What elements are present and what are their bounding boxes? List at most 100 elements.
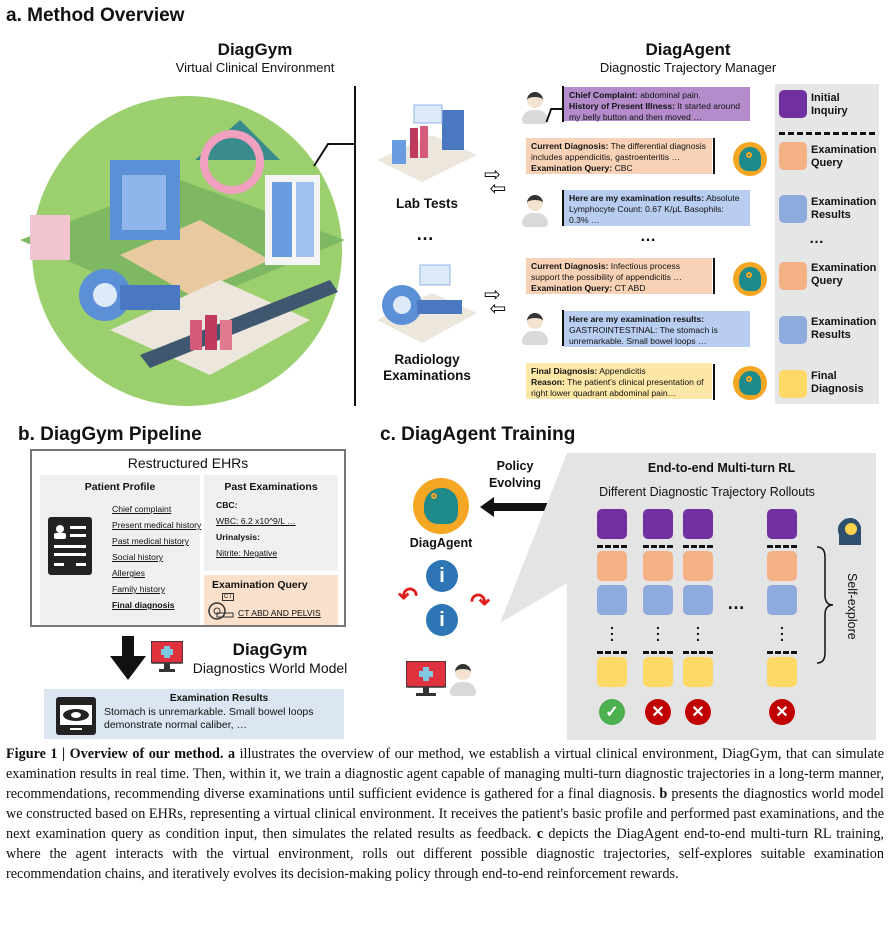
legend-label: Examination Results (811, 316, 877, 341)
caption-text-b: presents the diagnostics world model we … (6, 786, 884, 842)
patient-avatar (522, 195, 548, 229)
caption-part-a: a (223, 746, 236, 762)
bubble-label: Chief Complaint: (569, 90, 638, 100)
diagagent-label: DiagAgent (409, 536, 473, 550)
rl-title: End-to-end Multi-turn RL (647, 461, 796, 475)
rollout-step-examination-query (683, 551, 713, 581)
rollout-step-examination-query (767, 551, 797, 581)
bubble-label: Reason: (531, 377, 565, 387)
ehr-title: Restructured EHRs (127, 455, 249, 471)
diaggym-subtitle: Virtual Clinical Environment (175, 60, 335, 75)
diagagent-icon (733, 366, 767, 400)
bubble-label: Current Diagnosis: (531, 261, 609, 271)
left-arrow-icon (480, 497, 548, 517)
rollout-step-initial-inquiry (683, 509, 713, 539)
rollout-step-final-diagnosis (767, 657, 797, 687)
legend-divider (779, 132, 875, 135)
rollout-divider (643, 545, 673, 548)
bubble-text: abdominal pain. (637, 90, 701, 100)
profile-item-social-history[interactable]: Social history (112, 552, 164, 562)
legend-swatch-examination-query (779, 262, 807, 290)
bubble-text: GASTROINTESTINAL: The stomach is unremar… (569, 325, 718, 346)
figure-caption: Figure 1 | Overview of our method. a ill… (6, 744, 884, 884)
monitor-medical-icon (406, 661, 446, 696)
examination-query-title: Examination Query (212, 579, 308, 591)
rollout-divider (597, 651, 627, 654)
examination-query-bubble: Current Diagnosis: The differential diag… (526, 138, 712, 174)
correct-check-icon: ✓ (599, 699, 625, 725)
examination-query-value[interactable]: CT ABD AND PELVIS (238, 608, 321, 618)
bubble-text: Absolute Lymphocyte Count: 0.67 K/μL Bas… (569, 193, 740, 225)
profile-item-allergies[interactable]: Allergies (112, 568, 145, 578)
trajectory-legend: Initial Inquiry Examination Query Examin… (775, 84, 879, 404)
speech-bracket (713, 138, 715, 174)
rollout-step-final-diagnosis (597, 657, 627, 687)
past-examinations-panel: Past Examinations CBC: WBC: 6.2 x10^9/L … (204, 475, 338, 571)
rollout-divider (683, 651, 713, 654)
diagagent-title: DiagAgent (645, 40, 731, 59)
past-exam-value[interactable]: Nitrite: Negative (216, 548, 278, 558)
patient-avatar (522, 92, 548, 126)
bubble-label: History of Present Illness: (569, 101, 676, 111)
wrong-cross-icon: ✕ (645, 699, 671, 725)
world-model-header: DiagGym Diagnostics World Model (190, 640, 350, 676)
legend-swatch-examination-results (779, 195, 807, 223)
radiology-icon (377, 264, 477, 343)
past-examinations-title: Past Examinations (224, 481, 318, 493)
bubble-label: Final Diagnosis: (531, 366, 598, 376)
legend-label: Examination Query (811, 262, 877, 287)
rollout-step-examination-query (643, 551, 673, 581)
lab-tests-label: Lab Tests (395, 196, 458, 211)
policy-evolving-label: Policy Evolving (480, 458, 550, 492)
bubble-label: Examination Query: (531, 283, 613, 293)
bubble-text: The patient's clinical presentation of r… (531, 377, 704, 398)
bubble-text: CBC (612, 163, 633, 173)
profile-item-final-diagnosis[interactable]: Final diagnosis (112, 600, 175, 610)
down-arrow-icon (110, 636, 146, 680)
cycle-arrow-down-icon: ↷ (470, 589, 491, 616)
rollout-divider (767, 651, 797, 654)
legend-swatch-examination-results (779, 316, 807, 344)
bubble-text: Appendicitis (597, 366, 646, 376)
profile-item-present-medical-history[interactable]: Present medical history (112, 520, 202, 530)
policy-label: Policy (496, 459, 534, 473)
section-b-title: b. DiagGym Pipeline (18, 424, 202, 445)
xray-icon (56, 697, 96, 735)
patient-profile-title: Patient Profile (84, 481, 156, 493)
self-explore-label: Self-explore (845, 573, 859, 640)
bubble-label: Here are my examination results: (569, 193, 705, 203)
bubble-text: The differential diagnosis includes appe… (531, 141, 706, 162)
diagagent-header: DiagAgent Diagnostic Trajectory Manager (563, 40, 813, 75)
rl-training-panel: End-to-end Multi-turn RL Different Diagn… (567, 453, 876, 740)
examination-results-bubble: Here are my examination results: GASTROI… (564, 311, 750, 347)
legend-swatch-examination-query (779, 142, 807, 170)
speech-bracket (562, 190, 564, 226)
ct-scanner-icon (208, 602, 234, 620)
wrong-cross-icon: ✕ (769, 699, 795, 725)
speech-bracket (562, 86, 564, 122)
world-model-subtitle: Diagnostics World Model (192, 660, 348, 676)
caption-figure-label: Figure 1 | (6, 746, 70, 762)
exchange-arrows-icon: ⇨ ⇦ (484, 164, 507, 200)
diagagent-subtitle: Diagnostic Trajectory Manager (599, 60, 777, 75)
past-exam-value[interactable]: WBC: 6.2 x10^9/L … (216, 516, 296, 526)
divider-line (354, 86, 356, 406)
speech-bracket (562, 310, 564, 346)
final-diagnosis-bubble: Final Diagnosis: Appendicitis Reason: Th… (526, 363, 712, 399)
rollout-step-initial-inquiry (643, 509, 673, 539)
examination-query-panel: Examination Query CT CT ABD AND PELVIS (204, 575, 338, 625)
profile-item-past-medical-history[interactable]: Past medical history (112, 536, 189, 546)
monitor-medical-icon (151, 641, 183, 672)
caption-part-c: c (531, 826, 544, 842)
profile-item-family-history[interactable]: Family history (112, 584, 166, 594)
world-model-title: DiagGym (232, 640, 308, 659)
section-a-title: a. Method Overview (6, 5, 185, 26)
restructured-ehrs-box: Restructured EHRs Patient Profile Chief … (30, 449, 346, 627)
rollout-divider (767, 545, 797, 548)
legend-label: Examination Results (811, 196, 877, 221)
profile-item-chief-complaint[interactable]: Chief complaint (112, 504, 172, 514)
rollout-vertical-ellipsis: ... (696, 616, 700, 644)
exchange-arrows-icon: ⇨ ⇦ (484, 284, 507, 320)
examination-results-title: Examination Results (169, 693, 269, 704)
legend-ellipsis: … (809, 230, 824, 247)
